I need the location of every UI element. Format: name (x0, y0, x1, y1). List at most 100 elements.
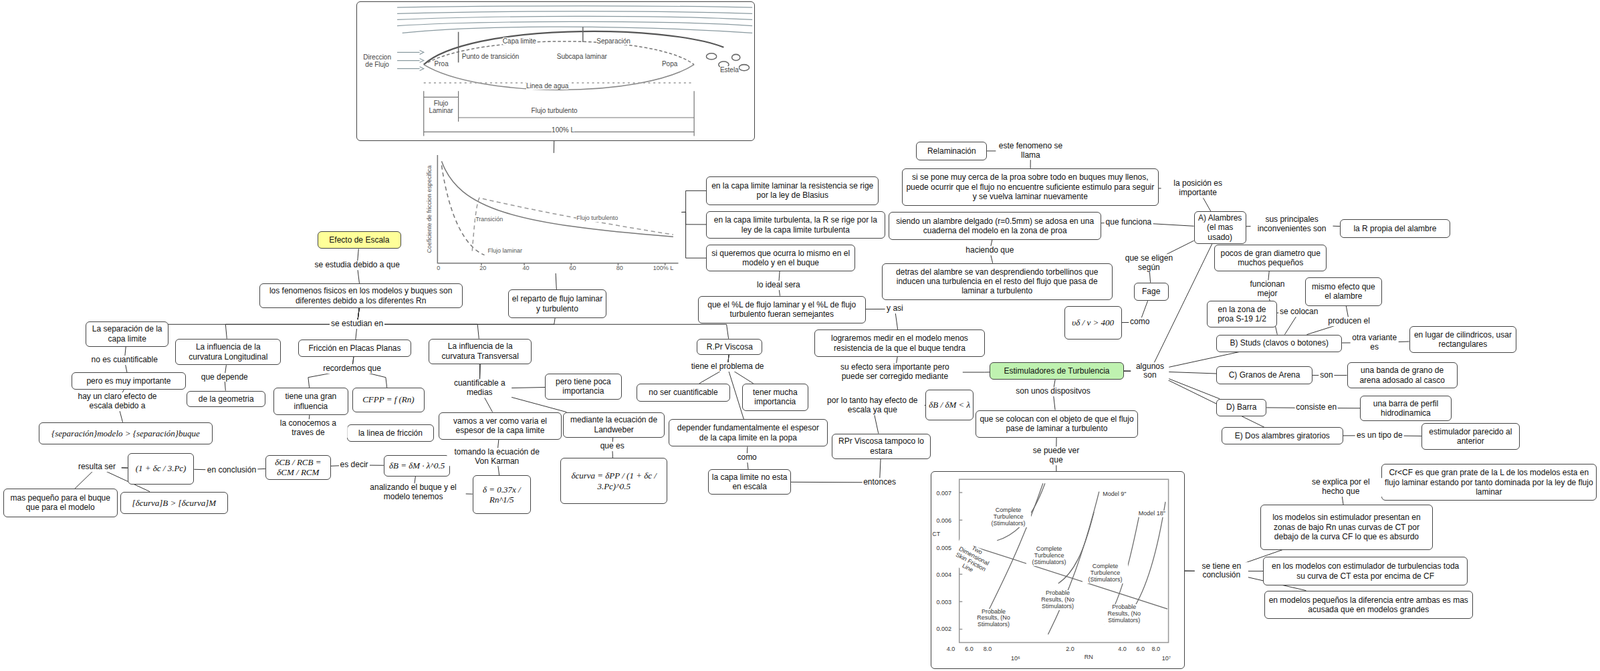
box-text: CFPP = f (Rn) (362, 394, 415, 406)
box-text: en la zona de proa S-19 1/2 (1210, 304, 1274, 325)
figure-label: 0.007 (936, 490, 952, 498)
concept-box: siendo un alambre delgado (r=0.5mm) se a… (888, 211, 1102, 240)
concept-box: tener mucha importancia (742, 383, 810, 412)
box-text: pero tiene poca importancia (548, 377, 619, 397)
connector-line (681, 211, 707, 259)
concept-box: en lugar de cilindricos, usar rectangula… (1409, 326, 1518, 354)
edge-label: su efecto sera importante pero puede ser… (827, 363, 963, 382)
figure-label: Capa limite (502, 37, 537, 45)
figure-label: 100% L (551, 126, 575, 134)
box-text: δCB / RCB = δCM / RCM (268, 457, 328, 479)
edge-label: se puede ver que (1029, 446, 1083, 466)
box-text: Relaminación (927, 146, 977, 156)
edge-label: en conclusión (205, 466, 258, 476)
concept-box: de la geometria (186, 391, 266, 408)
concept-box: si se pone muy cerca de la proa sobre to… (901, 168, 1159, 206)
box-text: D) Barra (1226, 402, 1257, 412)
box-text: en lugar de cilindricos, usar rectangula… (1412, 330, 1514, 350)
figure-label: Probable Results, (No Stimulators) (1036, 590, 1080, 611)
concept-box: una barra de perfil hidrodinamica (1359, 395, 1451, 422)
edge-label: son (1318, 371, 1334, 381)
concept-box: en la capa limite laminar la resistencia… (706, 176, 879, 206)
figure-label: 40 (522, 265, 529, 273)
figure-label: Separación (596, 37, 631, 45)
edge-label: que depende (199, 373, 250, 383)
edge-label: sus principales inconvenientes son (1250, 215, 1334, 235)
box-text: en modelos pequeños la diferencia entre … (1267, 595, 1470, 616)
edge-label: como (1128, 317, 1151, 327)
figure-label: 4.0 (1117, 646, 1127, 654)
figure-panel: Coeficiente de friccion especificaTransi… (423, 153, 682, 274)
box-text: detras del alambre se van desprendiendo … (885, 267, 1110, 297)
concept-box: que se colocan con el objeto de que el f… (975, 410, 1138, 438)
box-text: R.Pr Viscosa (706, 342, 753, 352)
concept-box: δCB / RCB = δCM / RCM (265, 455, 331, 481)
box-text: δ = 0.37x / Rn^1/5 (476, 484, 528, 506)
box-text: estimulador parecido al anterior (1424, 427, 1517, 447)
concept-box: δ = 0.37x / Rn^1/5 (472, 475, 531, 515)
box-text: mediante la ecuación de Landweber (566, 415, 661, 435)
concept-box: δB / δM < λ (925, 389, 974, 421)
box-text: de la geometria (198, 394, 255, 404)
concept-box: los fenomenos fisicos en los modelos y b… (259, 283, 463, 309)
figure-label: 100% L (653, 265, 674, 273)
figure-label: Transición (475, 216, 503, 224)
box-text: si queremos que ocurra lo mismo en el mo… (709, 248, 852, 269)
edge-label: entonces (861, 478, 898, 488)
box-text: mismo efecto que el alambre (1308, 282, 1379, 302)
concept-box: A) Alambres (el mas usado) (1194, 211, 1247, 245)
figure-label: 6.0 (1136, 646, 1146, 654)
edge-label: haciendo que (964, 246, 1015, 257)
figure-label: CT (932, 531, 941, 539)
box-text: (1 + δc / 3.Pc) (135, 463, 187, 475)
figure-label: Popa (661, 60, 678, 68)
box-text: en los modelos con estimulador de turbul… (1266, 561, 1465, 582)
concept-box: RPr Viscosa tampoco lo estara (831, 433, 931, 460)
concept-box: pero es muy importante (71, 372, 186, 390)
concept-box: una banda de grano de arena adosado al c… (1347, 362, 1458, 390)
figure-label: Complete Turbulence (Stimulators) (1026, 546, 1073, 567)
figure-label: 10⁶ (1010, 655, 1021, 663)
figure-label: Punto de transición (462, 52, 520, 61)
figure-label: Direccion de Flujo (359, 53, 395, 69)
edge-label: que se eligen según (1115, 254, 1183, 273)
box-text: La influencia de la curvatura Transversa… (431, 341, 529, 362)
figure-label: 2.0 (1065, 646, 1075, 654)
figure-label: Flujo laminar (487, 248, 523, 255)
concept-box: en los modelos con estimulador de turbul… (1263, 556, 1468, 586)
concept-box: C) Granos de Arena (1216, 366, 1313, 385)
figure-label: 0.002 (936, 626, 952, 634)
concept-box: Efecto de Escala (317, 231, 402, 249)
edge-label: se explica por el hecho que (1298, 478, 1383, 498)
box-text: en la capa limite laminar la resistencia… (709, 181, 876, 201)
concept-box: Relaminación (916, 141, 987, 160)
edge-label: hay un claro efecto de escala debido a (64, 393, 170, 412)
figure-label: 0 (436, 265, 440, 273)
figure-label: Flujo turbulento (576, 215, 618, 222)
box-text: en la capa limite turbulenta, la R se ri… (709, 215, 882, 235)
concept-box: lograremos medir en el modelo menos resi… (814, 329, 985, 358)
concept-box: que el %L de flujo laminar y el %L de fl… (698, 296, 866, 324)
concept-box: mediante la ecuación de Landweber (562, 412, 664, 438)
concept-box: si queremos que ocurra lo mismo en el mo… (706, 244, 856, 272)
box-text: υδ / ν > 400 (1071, 317, 1114, 329)
concept-box: E) Dos alambres giratorios (1221, 427, 1344, 445)
box-text: Efecto de Escala (328, 235, 390, 245)
edge-label: lo ideal sera (755, 280, 802, 291)
concept-box: D) Barra (1216, 399, 1267, 417)
box-text: que el %L de flujo laminar y el %L de fl… (701, 300, 863, 320)
concept-box: (1 + δc / 3.Pc) (127, 453, 195, 485)
edge-label: recordemos que (321, 365, 383, 375)
connector-line (681, 211, 707, 225)
figure-label: Subcapa laminar (556, 52, 608, 61)
concept-box: detras del alambre se van desprendiendo … (881, 263, 1113, 301)
figure-label: Probable Results, (No Stimulators) (1102, 604, 1146, 625)
connector-line (555, 273, 557, 290)
box-text: una barra de perfil hidrodinamica (1363, 399, 1448, 419)
box-text: no ser cuantificable (648, 387, 718, 398)
concept-box: la linea de fricción (347, 424, 434, 442)
concept-box: Estimuladores de Turbulencia (989, 362, 1124, 380)
edge-label: por lo tanto hay efecto de escala ya que (820, 397, 926, 416)
box-text: B) Studs (clavos o botones) (1229, 338, 1328, 348)
box-text: el reparto de flujo laminar y turbulento (511, 294, 604, 314)
